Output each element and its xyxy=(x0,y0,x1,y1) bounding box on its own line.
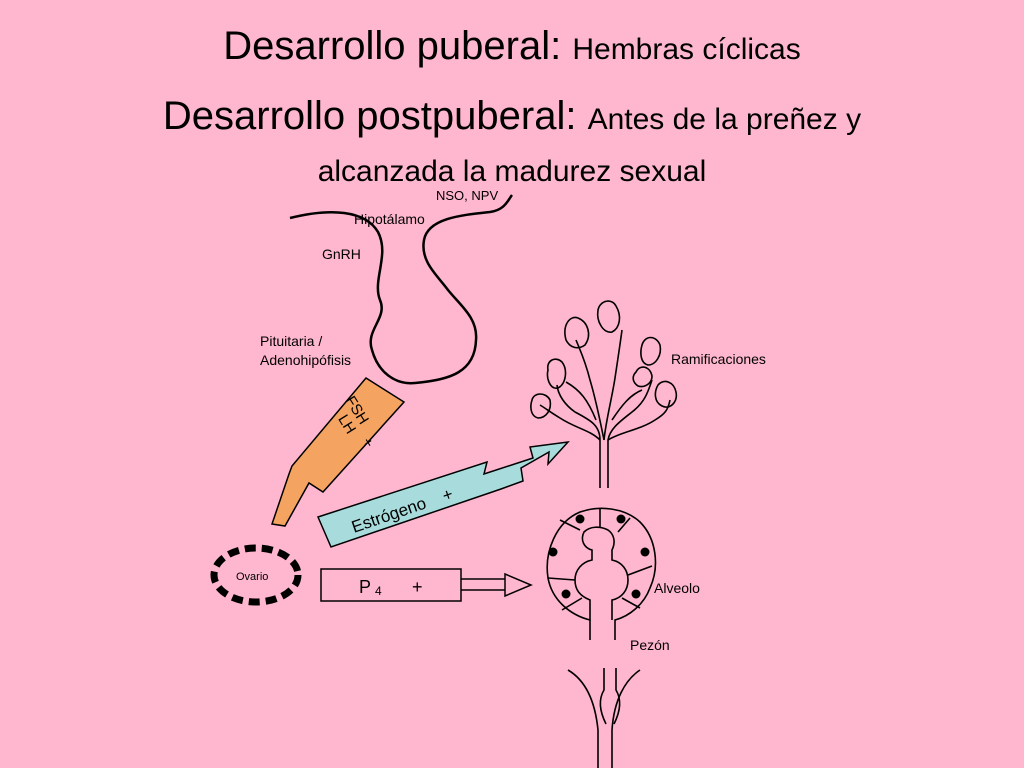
label-p-plus: + xyxy=(412,577,423,597)
label-adenohipofisis: Adenohipófisis xyxy=(260,352,351,368)
alveolus xyxy=(546,507,657,640)
title-line-2: Desarrollo postpuberal: Antes de la preñ… xyxy=(0,92,1024,196)
nipple xyxy=(567,668,641,768)
label-pezon: Pezón xyxy=(630,637,670,653)
label-p-sub: 4 xyxy=(375,584,382,598)
label-alveolo: Alveolo xyxy=(654,580,700,596)
p4-arrowhead xyxy=(504,572,533,598)
title-sub-1: Hembras cíclicas xyxy=(572,33,801,66)
alveolus-cells xyxy=(548,514,650,599)
estrogen-arrow xyxy=(316,440,570,548)
label-hipotalamo: Hipotálamo xyxy=(354,211,425,227)
title-main-1: Desarrollo puberal: xyxy=(223,24,562,68)
p4-box xyxy=(320,568,462,602)
title-line-1: Desarrollo puberal: Hembras cíclicas xyxy=(0,24,1024,69)
title-sub-2a: Antes de la preñez y xyxy=(587,103,862,136)
label-pituitaria: Pituitaria / xyxy=(260,333,322,349)
ramifications-tree xyxy=(530,300,678,488)
label-nso: NSO, NPV xyxy=(436,188,498,203)
title-sub-2b: alcanzada la madurez sexual xyxy=(317,155,707,188)
label-gnrh: GnRH xyxy=(322,246,361,262)
hypothalamus-pituitary-outline xyxy=(289,194,514,385)
label-ovario: Ovario xyxy=(236,571,268,583)
label-ramificaciones: Ramificaciones xyxy=(671,351,766,367)
ovary-shape xyxy=(210,544,302,606)
fsh-lh-arrow xyxy=(271,377,406,527)
title-main-2: Desarrollo postpuberal: xyxy=(162,94,577,138)
label-p: P xyxy=(359,577,371,597)
